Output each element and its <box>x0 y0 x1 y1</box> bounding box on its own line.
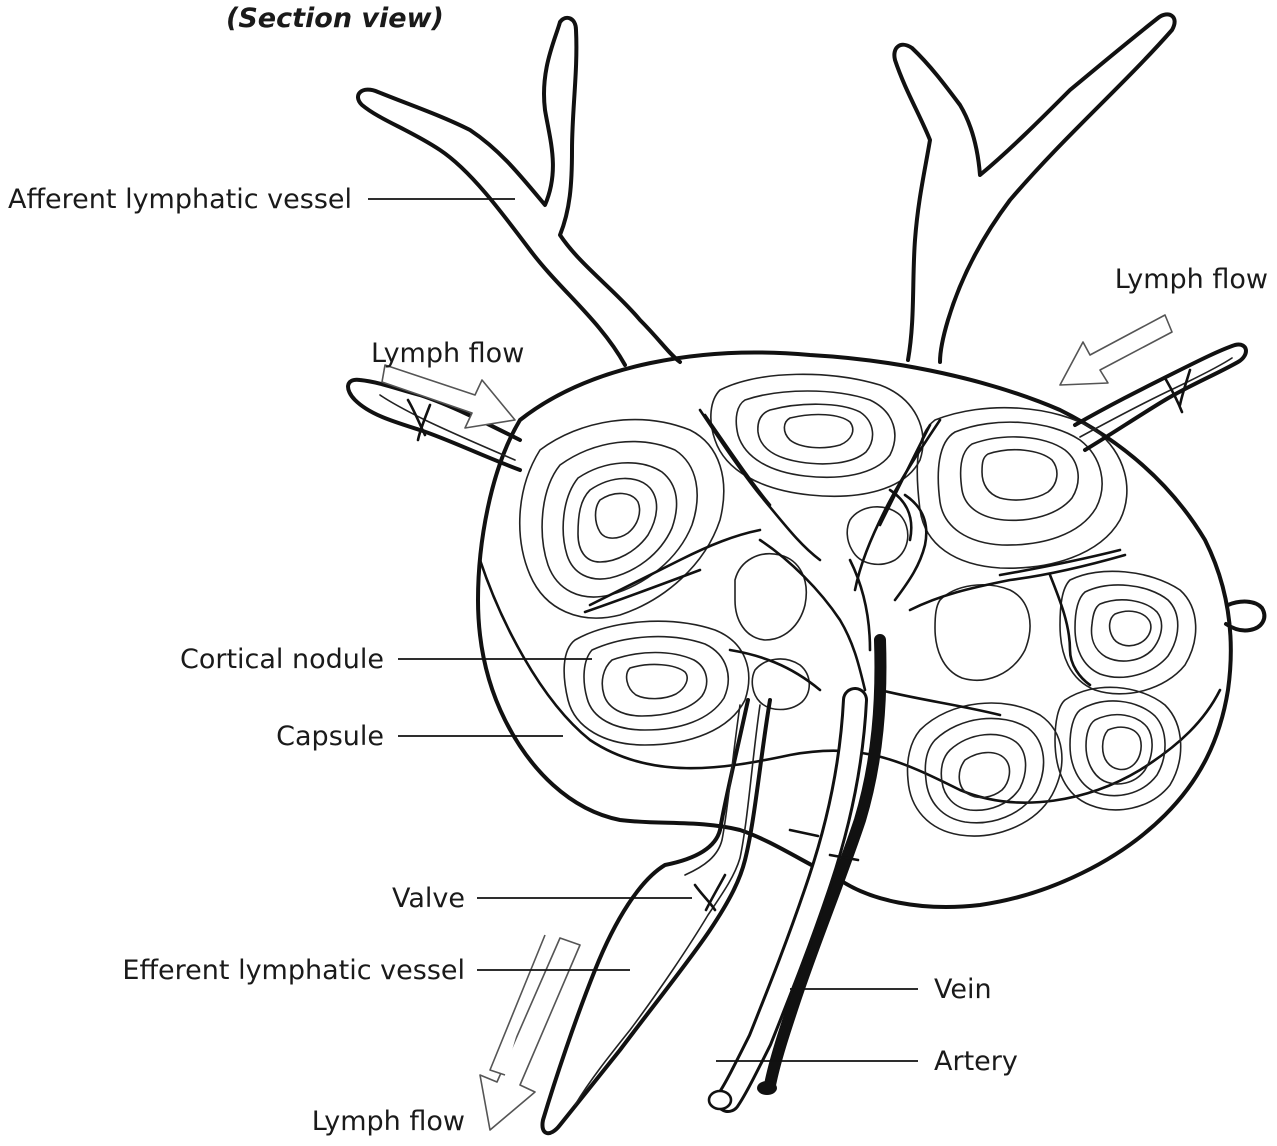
subtitle: (Section view) <box>226 3 444 34</box>
label-artery: Artery <box>934 1046 1018 1077</box>
label-lymph-flow-left: Lymph flow <box>371 338 524 369</box>
small-vessel-stub-right <box>1226 602 1264 631</box>
lymph-flow-arrow-bottom <box>480 935 580 1130</box>
label-valve: Valve <box>392 883 465 914</box>
label-efferent-lymphatic-vessel: Efferent lymphatic vessel <box>122 955 465 986</box>
hilum-vessels <box>542 640 880 1133</box>
afferent-vessel-right <box>894 14 1174 362</box>
label-cortical-nodule: Cortical nodule <box>180 644 384 675</box>
label-lymph-flow-bottom: Lymph flow <box>312 1106 465 1137</box>
label-afferent-lymphatic-vessel: Afferent lymphatic vessel <box>8 184 352 215</box>
leader-lines <box>368 199 918 1061</box>
label-capsule: Capsule <box>276 721 384 752</box>
afferent-vessel-left <box>358 18 680 365</box>
lymph-flow-arrow-right <box>1060 315 1172 385</box>
label-lymph-flow-right: Lymph flow <box>1115 264 1268 295</box>
label-vein: Vein <box>934 974 992 1005</box>
lymph-flow-arrow-left <box>382 365 515 428</box>
